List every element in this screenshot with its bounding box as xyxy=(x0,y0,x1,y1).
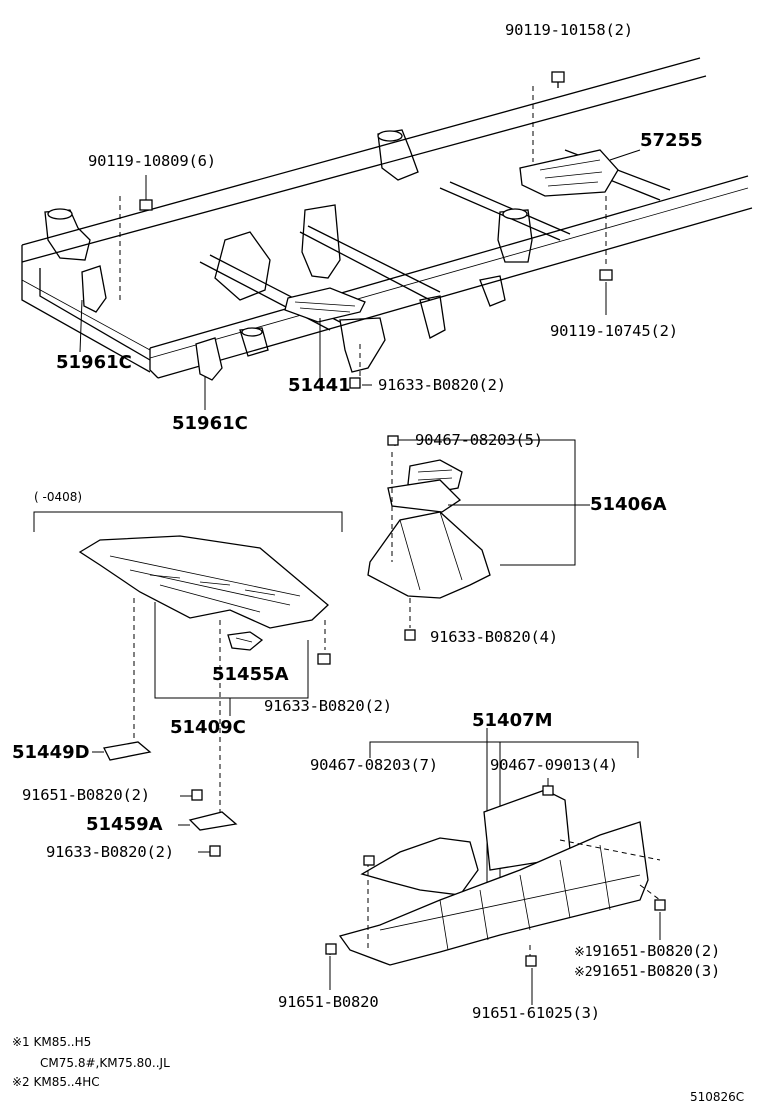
part-label: 91633-B0820(2) xyxy=(378,376,506,394)
part-label: 91633-B0820(4) xyxy=(430,628,558,646)
frame-drawing xyxy=(21,57,753,410)
cover-51409C-drawing xyxy=(33,511,343,857)
range-label: ( -0408) xyxy=(34,490,83,504)
part-label-variant-1: ※191651-B0820(2) xyxy=(574,942,720,960)
part-label: 51407M xyxy=(472,710,553,731)
part-label: 90467-09013(4) xyxy=(490,756,618,774)
part-label: 90467-08203(7) xyxy=(310,756,438,774)
part-label: 51961C xyxy=(56,352,132,373)
part-label: 90119-10809(6) xyxy=(88,152,216,170)
part-label: 91633-B0820(2) xyxy=(46,843,174,861)
footnote-2: ※2 KM85..4HC xyxy=(12,1075,100,1089)
part-number: 91651-B0820(3) xyxy=(592,962,721,980)
part-label: 51459A xyxy=(86,814,163,835)
part-label: 91651-61025(3) xyxy=(472,1004,600,1022)
footnote-mark: ※1 xyxy=(574,945,593,960)
part-label: 57255 xyxy=(640,130,703,151)
cover-51407M-drawing xyxy=(325,728,666,1005)
footnote-1: ※1 KM85..H5 xyxy=(12,1035,92,1049)
part-label: 91633-B0820(2) xyxy=(264,697,392,715)
part-label: 51441 xyxy=(288,375,351,396)
footnote-mark: ※2 xyxy=(574,965,593,980)
part-label: 90119-10745(2) xyxy=(550,322,678,340)
part-label: 51455A xyxy=(212,664,289,685)
part-label: 51961C xyxy=(172,413,248,434)
part-label-variant-2: ※291651-B0820(3) xyxy=(574,962,720,980)
footnote-1-continued: CM75.8#,KM75.80..JL xyxy=(40,1056,170,1070)
part-label: 51449D xyxy=(12,742,90,763)
part-label: 90467-08203(5) xyxy=(415,431,543,449)
part-label: 91651-B0820(2) xyxy=(22,786,150,804)
part-label: 90119-10158(2) xyxy=(505,21,633,39)
part-number: 91651-B0820(2) xyxy=(592,942,721,960)
part-label: 91651-B0820 xyxy=(278,993,379,1011)
part-label: 51409C xyxy=(170,717,246,738)
bracket-51406A-drawing xyxy=(367,435,590,641)
figure-code: 510826C xyxy=(690,1090,745,1104)
part-label: 51406A xyxy=(590,494,667,515)
